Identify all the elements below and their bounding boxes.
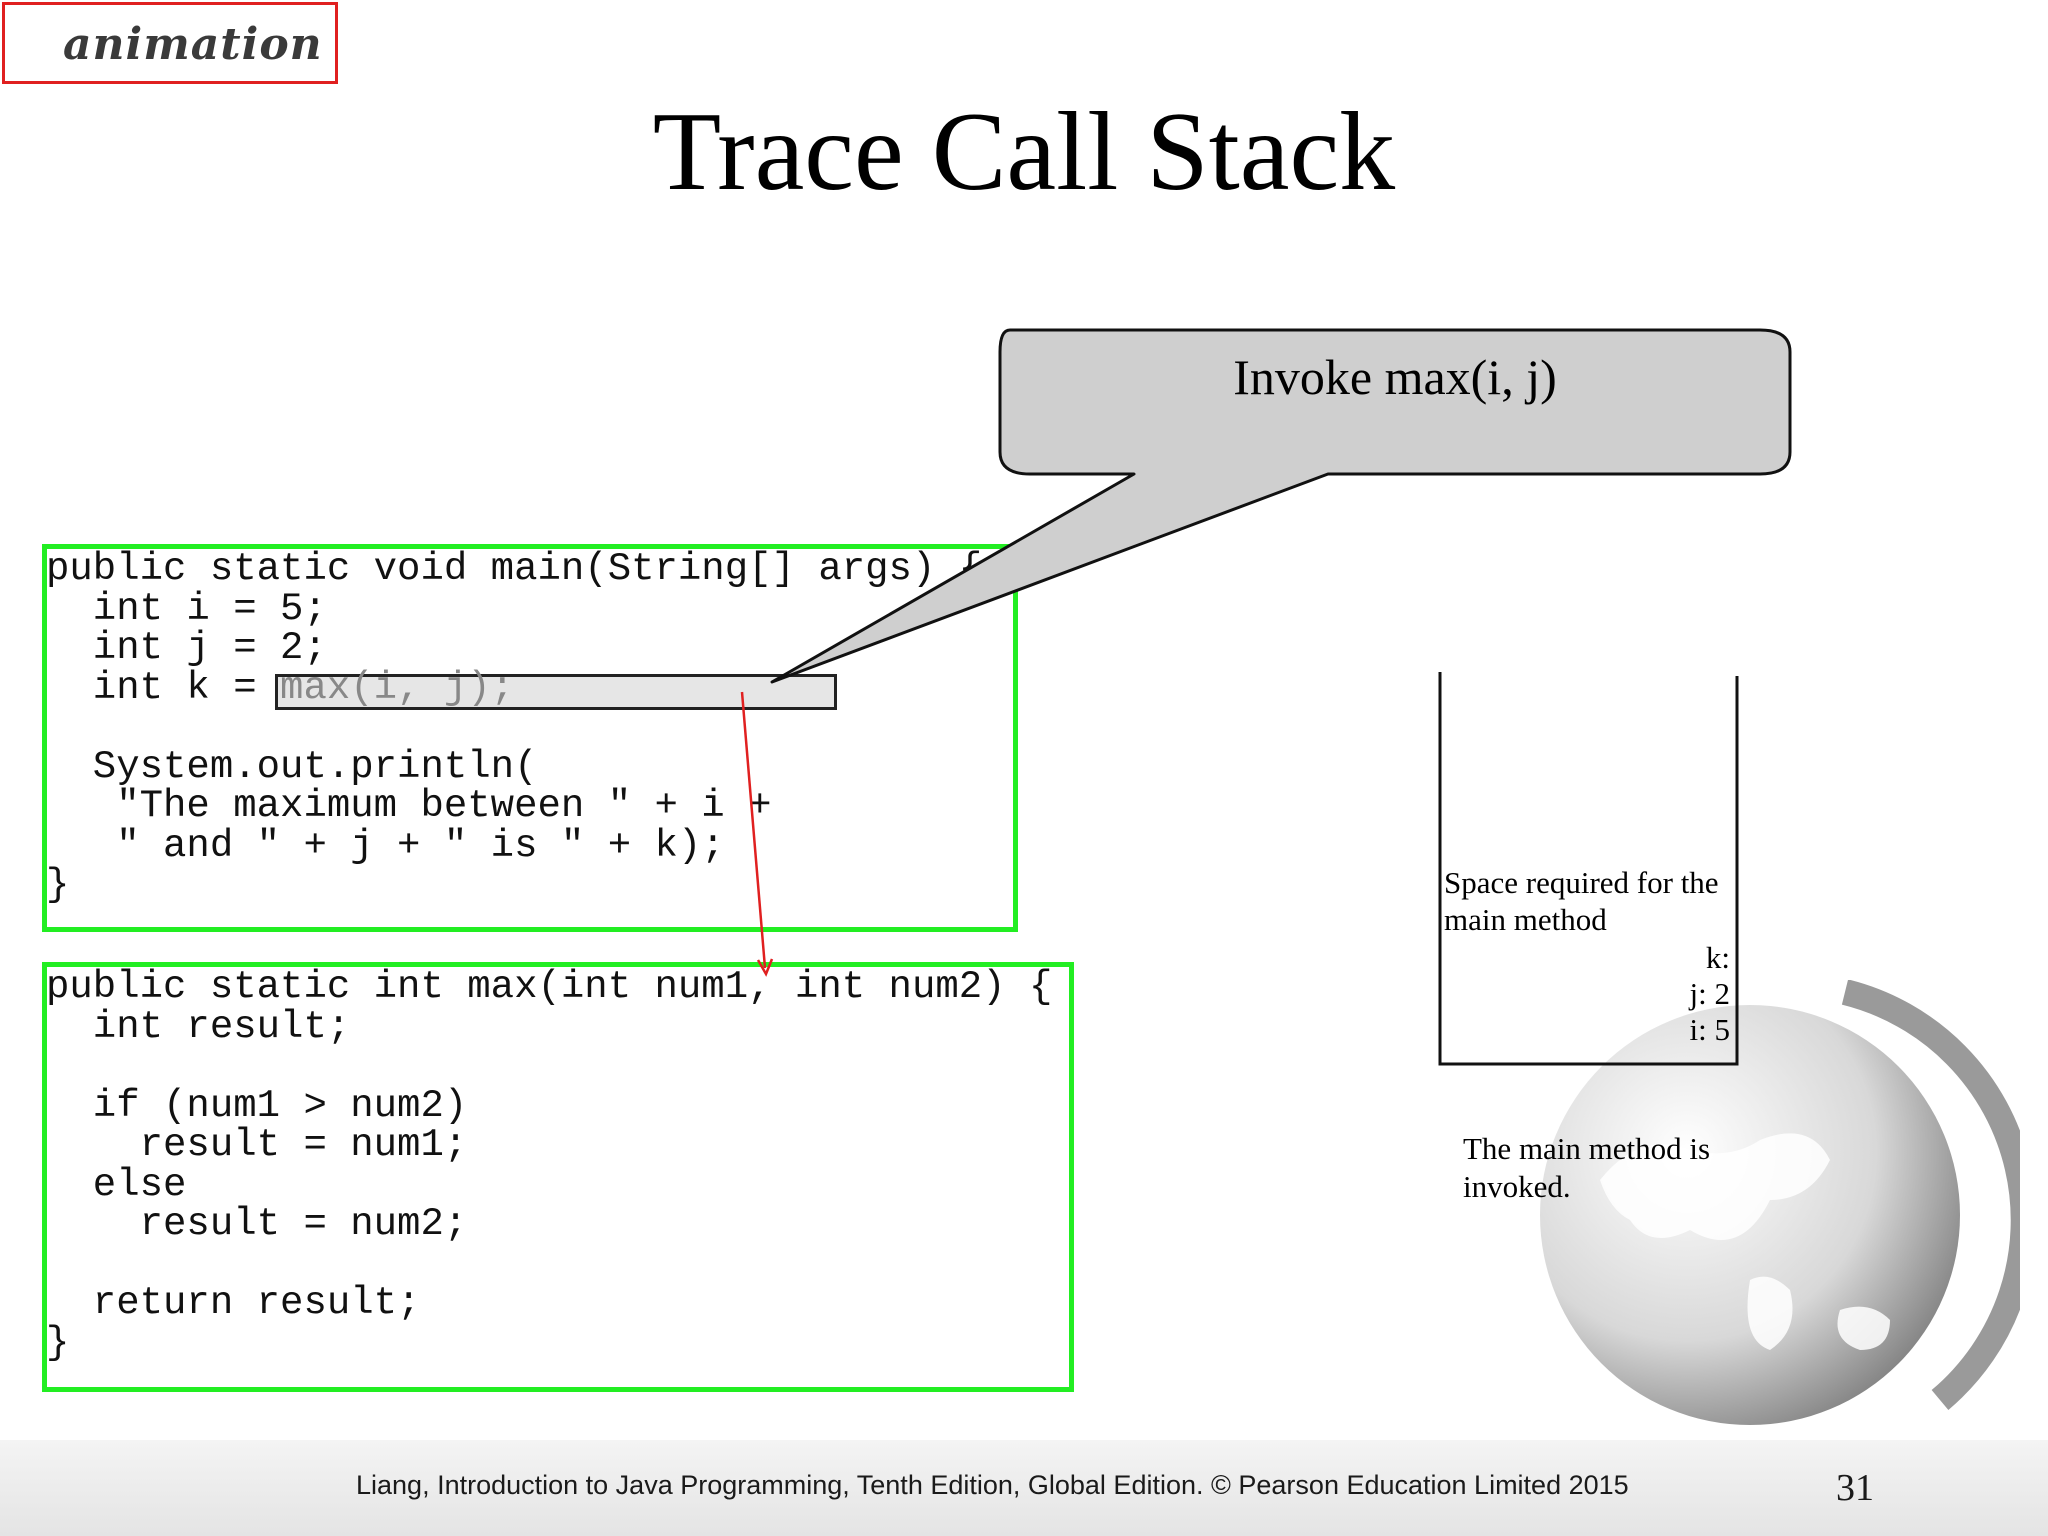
code-line: int i = 5; — [46, 586, 327, 631]
call-expression: max(i, j); — [280, 665, 515, 710]
code-line: result = num1; — [46, 1123, 468, 1167]
code-line: else — [46, 1162, 187, 1207]
code-line: result = num2; — [46, 1202, 468, 1246]
footer-band — [0, 1440, 2048, 1536]
call-stack-frame — [1438, 672, 1739, 1066]
code-line: return result; — [46, 1281, 421, 1325]
animation-badge: animation — [2, 2, 338, 84]
main-method-box — [42, 544, 1018, 932]
globe-icon — [1540, 980, 2020, 1481]
code-line: " and " + j + " is " + k); — [46, 823, 725, 868]
main-method-code: public static void main(String[] args) {… — [46, 547, 983, 907]
code-line: System.out.println( — [46, 744, 538, 789]
code-line: int result; — [46, 1004, 351, 1049]
stack-var-j: j: 2 — [1689, 976, 1730, 1011]
stack-var-i: i: 5 — [1689, 1012, 1730, 1047]
footer-copyright: Liang, Introduction to Java Programming,… — [356, 1470, 1629, 1500]
slide-title: Trace Call Stack — [652, 90, 1396, 214]
code-line: public static int max(int num1, int num2… — [46, 965, 1053, 1009]
code-line: int k = — [46, 665, 281, 710]
code-line: } — [46, 863, 70, 907]
callout-text: Invoke max(i, j) — [1233, 349, 1557, 405]
code-line: int j = 2; — [46, 626, 327, 670]
stack-frame-label: Space required for the main method — [1444, 865, 1719, 937]
max-method-box — [42, 962, 1074, 1392]
code-line: if (num1 > num2) — [46, 1083, 468, 1128]
stack-caption: The main method is invoked. — [1463, 1131, 1711, 1204]
animation-badge-label: animation — [63, 19, 323, 70]
stack-var-k: k: — [1705, 940, 1730, 975]
code-line: "The maximum between " + i + — [46, 784, 772, 828]
page-number: 31 — [1836, 1467, 1874, 1509]
callout-bubble — [770, 328, 1792, 684]
code-line: public static void main(String[] args) { — [46, 547, 983, 591]
code-line: } — [46, 1320, 70, 1365]
max-method-code: public static int max(int num1, int num2… — [46, 965, 1053, 1365]
red-arrow — [740, 691, 774, 977]
